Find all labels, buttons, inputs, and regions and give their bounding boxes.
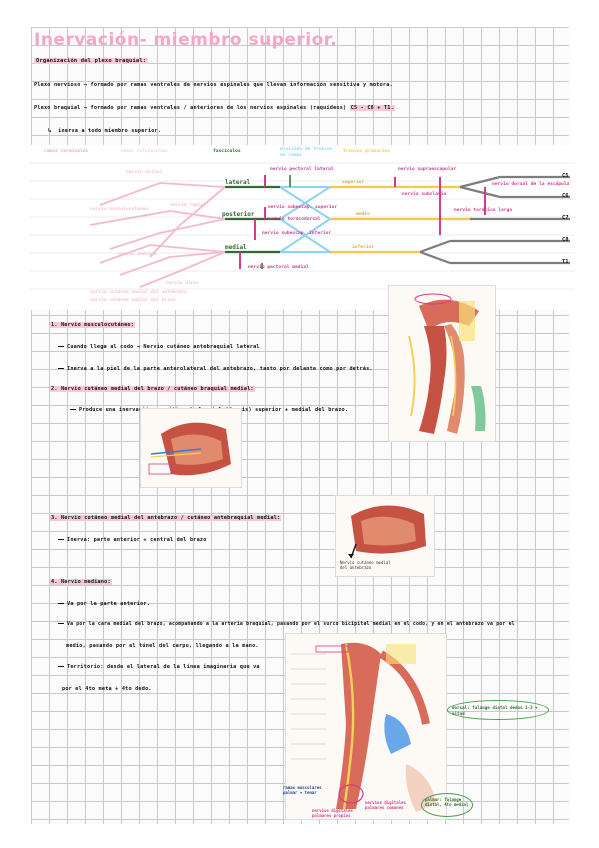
- root-t1: T1: [562, 259, 569, 265]
- anatomy-illustration: [141, 409, 241, 487]
- intro-line-3: ↳ inerva a todo miembro superior.: [48, 127, 161, 134]
- annotation-digitales-comunes: nervios digitales palmares comunes: [365, 800, 406, 810]
- section-3-title-text: 3. Nervio cutáneo medial del antebrazo /…: [50, 515, 282, 521]
- section-1-bullet-2: Inerva a la piel de la parte anterolater…: [58, 366, 373, 372]
- terminal-cutaneo-antebrazo: nervio cutáneo medial del antebrazo: [90, 290, 187, 295]
- branch-toracico-largo: nervio torácico largo: [454, 208, 513, 213]
- section-4-bullet-3: Territorio: desde el lateral de la línea…: [58, 664, 260, 670]
- section-1-title-text: 1. Nervio musculocutáneo:: [50, 322, 136, 328]
- dash-icon: [70, 408, 76, 411]
- root-c5: C5: [562, 173, 569, 179]
- intro-line-2: Plexo braquial → formado por ramas ventr…: [34, 105, 395, 111]
- dash-icon: [58, 622, 64, 625]
- branch-pectoral-lateral: nervio pectoral lateral: [270, 167, 334, 172]
- section-4-title: 4. Nervio mediano:: [50, 579, 112, 585]
- section-1-title: 1. Nervio musculocutáneo:: [50, 322, 136, 328]
- section-2-title: 2. Nervio cutáneo medial del brazo / cut…: [50, 386, 255, 392]
- root-c7: C7: [562, 215, 569, 221]
- cord-lateral: lateral: [225, 179, 251, 186]
- branch-toracodorsal: nervio toracodorsal: [268, 217, 321, 222]
- terminal-cutaneo-brazo: nervio cutáneo medial del brazo: [90, 298, 176, 303]
- header-ramas-colaterales: ramas colaterales: [120, 149, 168, 154]
- anatomy-image-arm-musculocutaneous: [388, 285, 496, 442]
- dash-icon: [58, 367, 64, 370]
- branch-dorsal-escapula: nervio dorsal de la escápula: [492, 182, 570, 187]
- image-3-caption: Nervio cutáneo medial del antebrazo: [340, 560, 391, 570]
- section-4-bullet-2-text: Va por la cara medial del brazo, acompañ…: [67, 622, 515, 627]
- terminal-musculocutaneo: nervio musculocutáneo: [90, 207, 149, 212]
- section-1-bullet-1: Cuando llega al codo → Nervio cutáneo an…: [58, 344, 260, 350]
- root-c8: C8: [562, 237, 569, 243]
- intro-roots-highlight: C5 - C8 + T1.: [349, 105, 395, 111]
- section-2-title-text: 2. Nervio cutáneo medial del brazo / cut…: [50, 386, 255, 392]
- page-margin-bottom: [0, 824, 599, 848]
- header-fasciculos: fascículos: [213, 149, 241, 154]
- anatomy-image-median-nerve: [285, 633, 447, 820]
- branch-subescap-superior: nervio subescap. superior: [268, 205, 338, 210]
- anatomy-illustration: [336, 496, 434, 576]
- header-division: división de troncos en ramas: [280, 147, 333, 158]
- section-4-bullet-2-cont: medio, pasando por el túnel del carpo, l…: [66, 643, 259, 649]
- trunk-superior: superior: [342, 180, 365, 185]
- section-4-bullet-2-cont-text: medio, pasando por el túnel del carpo, l…: [66, 643, 259, 649]
- annotation-ramas-musculares: ramas musculares palmar + tenar: [283, 785, 322, 795]
- dash-icon: [58, 538, 64, 541]
- cord-medial: medial: [225, 244, 247, 251]
- section-1-bullet-1-text: Cuando llega al codo → Nervio cutáneo an…: [67, 344, 260, 350]
- section-4-bullet-3-cont: por el 4to meta + 4to dedo.: [62, 686, 152, 692]
- section-subtitle: Organización del plexo braquial:: [34, 58, 149, 64]
- terminal-mediano: nervio mediano: [118, 252, 157, 257]
- section-1-bullet-2-text: Inerva a la piel de la parte anterolater…: [67, 366, 373, 372]
- intro-line-2-text: Plexo braquial → formado por ramas ventr…: [34, 105, 347, 111]
- section-3-bullet-1: Inerva: parte anterior + central del bra…: [58, 537, 207, 543]
- terminal-ulnar: nervio ulnar: [166, 281, 200, 286]
- page-title: Inervación- miembro superior.: [34, 30, 338, 50]
- branch-supraescapular: nervio supraescapular: [398, 167, 457, 172]
- branch-subclavio: nervio subclavio: [402, 192, 447, 197]
- dash-icon: [58, 665, 64, 668]
- annotation-circle-green: [447, 700, 549, 720]
- section-4-bullet-3-text: Territorio: desde el lateral de la línea…: [67, 664, 260, 670]
- terminal-radial: nervio radial: [170, 203, 206, 208]
- cord-posterior: posterior: [222, 211, 255, 218]
- root-c6: C6: [562, 193, 569, 199]
- section-4-bullet-1: Va por la parte anterior.: [58, 601, 150, 607]
- section-4-bullet-2: Va por la cara medial del brazo, acompañ…: [58, 622, 515, 627]
- section-3-bullet-1-text: Inerva: parte anterior + central del bra…: [67, 537, 207, 543]
- section-3-title: 3. Nervio cutáneo medial del antebrazo /…: [50, 515, 282, 521]
- intro-line-1: Plexo nervioso → formado por ramas ventr…: [34, 82, 393, 88]
- anatomy-image-shoulder-medial-brachial: [140, 408, 242, 488]
- anatomy-image-medial-antebrachial: Nervio cutáneo medial del antebrazo: [335, 495, 435, 577]
- dash-icon: [58, 345, 64, 348]
- anatomy-illustration: [286, 634, 446, 819]
- page-margin-top: [0, 0, 599, 27]
- header-troncos: troncos primarios: [343, 149, 391, 154]
- section-4-title-text: 4. Nervio mediano:: [50, 579, 112, 585]
- page-margin-left: [0, 0, 31, 848]
- section-4-bullet-1-text: Va por la parte anterior.: [67, 601, 151, 607]
- branch-pectoral-medial: nervio pectoral medial: [248, 265, 309, 270]
- section-4-bullet-3-cont-text: por el 4to meta + 4to dedo.: [62, 686, 152, 692]
- annotation-digitales-propios: nervios digitales palmares propios: [312, 808, 353, 818]
- plexus-drawing: [30, 162, 575, 290]
- terminal-axilar: nervio axilar: [126, 170, 162, 175]
- anatomy-illustration: [389, 286, 495, 441]
- page-margin-right: [569, 0, 599, 848]
- arrow-right-icon: ↳: [48, 127, 52, 134]
- brachial-plexus-diagram: ramas terminales ramas colaterales fascí…: [30, 145, 575, 310]
- branch-subescap-inferior: nervio subescap. inferior: [262, 231, 332, 236]
- dash-icon: [58, 602, 64, 605]
- header-ramas-terminales: ramas terminales: [44, 149, 89, 154]
- intro-line-3-text: inerva a todo miembro superior.: [58, 128, 162, 134]
- trunk-medio: medio: [356, 212, 370, 217]
- annotation-circle-green-2: [421, 793, 473, 817]
- trunk-inferior: inferior: [352, 245, 375, 250]
- intro-line-1-text: Plexo nervioso → formado por ramas ventr…: [34, 82, 393, 88]
